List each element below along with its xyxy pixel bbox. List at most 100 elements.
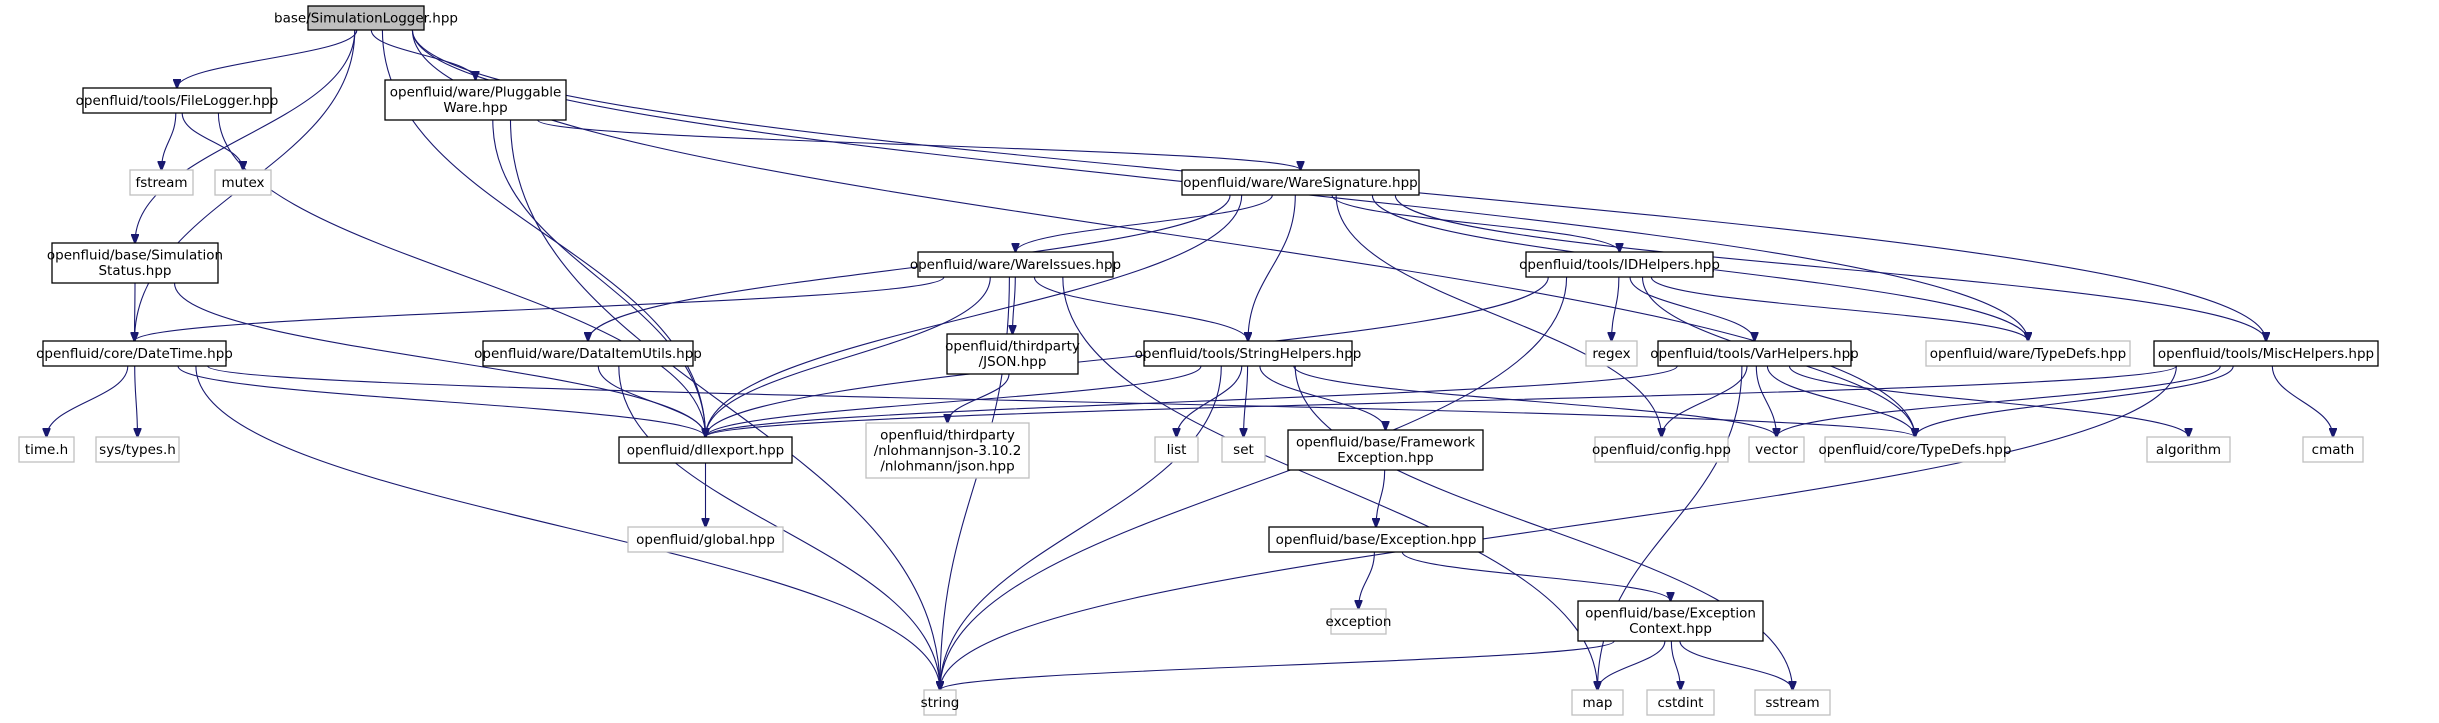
node-json[interactable]: openfluid/thirdparty/JSON.hpp xyxy=(945,333,1080,375)
edge-stringhelpers-to-list xyxy=(1177,365,1243,437)
node-fstream: fstream xyxy=(129,169,194,196)
edge-stringhelpers-to-vector xyxy=(1293,365,1777,437)
edge-waresig-to-idhelpers xyxy=(1331,194,1620,252)
node-box xyxy=(1287,429,1484,471)
node-box xyxy=(618,436,793,464)
edge-idhelpers-to-waretypedefs xyxy=(1650,276,2028,341)
node-box xyxy=(923,689,957,716)
edge-wareissues-to-stringhelpers xyxy=(1033,276,1248,341)
edge-pluggable-to-string xyxy=(509,119,941,690)
edge-mischelpers-to-dllexport xyxy=(706,365,2177,437)
node-box xyxy=(1525,251,1714,278)
node-label: Status.hpp xyxy=(98,263,171,279)
node-label: fstream xyxy=(135,175,187,191)
node-exceptionhpp[interactable]: openfluid/base/Exception.hpp xyxy=(1268,526,1484,553)
edge-filelogger-to-mutex xyxy=(181,112,243,170)
node-label: openfluid/tools/FileLogger.hpp xyxy=(76,93,279,109)
edge-varhelpers-to-dllexport xyxy=(706,365,1678,437)
node-filelogger[interactable]: openfluid/tools/FileLogger.hpp xyxy=(76,87,279,114)
node-label: /nlohmannjson-3.10.2 xyxy=(874,443,1022,459)
node-box xyxy=(1585,340,1638,367)
node-label: openfluid/tools/IDHelpers.hpp xyxy=(1519,257,1720,273)
edge-idhelpers-to-dllexport xyxy=(706,276,1549,437)
node-label: sstream xyxy=(1765,695,1819,711)
node-label: algorithm xyxy=(2156,442,2221,458)
node-label: openfluid/base/Simulation xyxy=(47,248,223,264)
node-label: cmath xyxy=(2312,442,2355,458)
edge-mischelpers-to-coretypedefs xyxy=(1915,365,2234,437)
edge-root-to-filelogger xyxy=(177,29,358,88)
node-root[interactable]: base/SimulationLogger.hpp xyxy=(274,5,458,31)
node-cmath: cmath xyxy=(2302,436,2364,463)
node-box xyxy=(1181,169,1420,196)
node-mischelpers[interactable]: openfluid/tools/MiscHelpers.hpp xyxy=(2153,340,2379,367)
edge-dataitem-to-dllexport xyxy=(597,365,705,437)
node-dllexport[interactable]: openfluid/dllexport.hpp xyxy=(618,436,793,464)
node-label: Exception.hpp xyxy=(1337,450,1433,466)
node-label: /JSON.hpp xyxy=(979,354,1047,370)
node-box xyxy=(627,526,784,553)
node-label: openfluid/ware/TypeDefs.hpp xyxy=(1930,346,2127,362)
node-stringhelpers[interactable]: openfluid/tools/StringHelpers.hpp xyxy=(1135,340,1362,367)
node-regex: regex xyxy=(1585,340,1638,367)
edge-varhelpers-to-coretypedefs xyxy=(1766,365,1915,437)
edge-datetime-to-coretypedefs xyxy=(207,365,1915,437)
edge-stringhelpers-to-set xyxy=(1244,365,1249,437)
node-label: openfluid/tools/MiscHelpers.hpp xyxy=(2158,346,2374,362)
node-label: sys/types.h xyxy=(99,442,176,458)
edge-waresig-to-dataitem xyxy=(588,194,1231,341)
edge-exccontext-to-cstdint xyxy=(1670,640,1680,690)
edge-exccontext-to-string xyxy=(940,640,1615,690)
node-label: openfluid/thirdparty xyxy=(945,339,1080,355)
edge-stringhelpers-to-fwexception xyxy=(1259,365,1386,430)
node-waresig[interactable]: openfluid/ware/WareSignature.hpp xyxy=(1181,169,1420,196)
edge-wareissues-to-datetime xyxy=(135,276,945,341)
edge-waresig-to-wareissues xyxy=(1016,194,1273,252)
node-box xyxy=(1824,436,2006,463)
edge-waresig-to-dllexport xyxy=(706,194,1243,437)
node-label: string xyxy=(921,695,960,711)
nodes-layer: base/SimulationLogger.hpp openfluid/tools… xyxy=(18,5,2379,716)
edge-pluggable-to-dllexport xyxy=(492,119,706,437)
node-label: openfluid/global.hpp xyxy=(636,532,775,548)
node-box xyxy=(917,251,1114,278)
node-box xyxy=(1748,436,1805,463)
node-wareissues[interactable]: openfluid/ware/WareIssues.hpp xyxy=(910,251,1121,278)
node-box xyxy=(82,87,272,114)
edge-idhelpers-to-varhelpers xyxy=(1629,276,1755,341)
node-idhelpers[interactable]: openfluid/tools/IDHelpers.hpp xyxy=(1519,251,1720,278)
edge-mischelpers-to-vector xyxy=(1777,365,2221,437)
node-label: openfluid/base/Framework xyxy=(1296,435,1475,451)
node-label: openfluid/thirdparty xyxy=(880,427,1015,443)
edge-wareissues-to-json xyxy=(1013,276,1016,334)
node-label: /nlohmann/json.hpp xyxy=(880,458,1014,474)
node-varhelpers[interactable]: openfluid/tools/VarHelpers.hpp xyxy=(1650,340,1859,367)
node-dataitem[interactable]: openfluid/ware/DataItemUtils.hpp xyxy=(474,340,702,367)
node-label: Ware.hpp xyxy=(443,100,507,116)
node-vector: vector xyxy=(1748,436,1805,463)
edge-datetime-to-dllexport xyxy=(177,365,706,437)
node-box xyxy=(2146,436,2231,463)
node-box xyxy=(1594,436,1729,463)
node-label: Context.hpp xyxy=(1629,621,1712,637)
node-label: list xyxy=(1167,442,1187,458)
node-label: base/SimulationLogger.hpp xyxy=(274,10,458,26)
node-box xyxy=(1221,436,1266,463)
node-waretypedefs: openfluid/ware/TypeDefs.hpp xyxy=(1925,340,2131,367)
node-datetime[interactable]: openfluid/core/DateTime.hpp xyxy=(36,340,233,367)
node-box xyxy=(1657,340,1852,367)
edge-root-to-simstatus xyxy=(135,29,356,243)
edge-stringhelpers-to-string xyxy=(940,365,1222,690)
node-coretypedefs: openfluid/core/TypeDefs.hpp xyxy=(1819,436,2011,463)
node-list: list xyxy=(1154,436,1199,463)
edge-varhelpers-to-algorithm xyxy=(1788,365,2188,437)
node-set: set xyxy=(1221,436,1266,463)
node-label: openfluid/ware/WareIssues.hpp xyxy=(910,257,1121,273)
node-mutex: mutex xyxy=(214,169,272,196)
node-box xyxy=(214,169,272,196)
edge-exceptionhpp-to-exccontext xyxy=(1401,551,1670,601)
